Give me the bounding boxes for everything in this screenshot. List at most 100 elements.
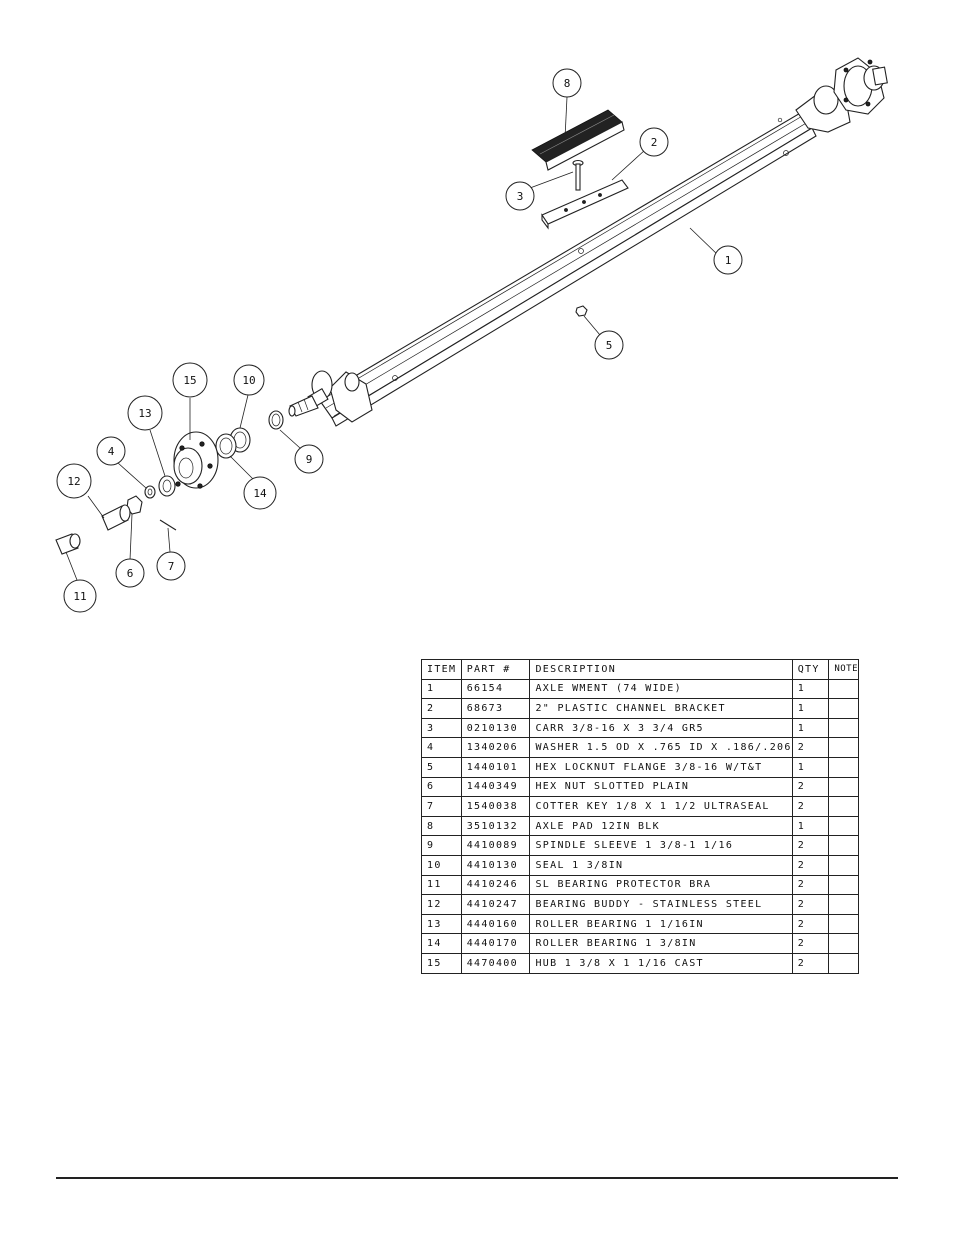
cell-part-number: 3510132 <box>460 815 531 837</box>
cell-qty: 2 <box>791 776 830 798</box>
cell-note <box>828 678 859 700</box>
cell-note <box>828 894 859 915</box>
header-qty: QTY <box>791 659 830 680</box>
header-part-number: PART # <box>460 659 531 680</box>
left-spindle-mount <box>288 370 373 423</box>
cell-qty: 1 <box>791 815 830 837</box>
callout-9: 9 <box>294 444 324 474</box>
cell-item: 7 <box>421 796 462 817</box>
svg-text:7: 7 <box>168 560 175 573</box>
callout-11: 11 <box>63 579 97 613</box>
svg-text:8: 8 <box>564 77 571 90</box>
cell-description: WASHER 1.5 OD X .765 ID X .186/.206 <box>529 737 793 758</box>
cell-qty: 2 <box>791 796 830 817</box>
cell-part-number: 4410130 <box>460 854 531 876</box>
callout-14: 14 <box>243 476 277 510</box>
svg-text:13: 13 <box>138 407 151 420</box>
svg-text:12: 12 <box>67 475 80 488</box>
cell-description: SL BEARING PROTECTOR BRA <box>529 874 793 896</box>
cell-qty: 1 <box>791 678 830 700</box>
cell-note <box>828 815 859 837</box>
cell-item: 3 <box>421 717 462 739</box>
cell-description: HUB 1 3/8 X 1 1/16 CAST <box>529 952 793 974</box>
carriage-bolt <box>572 159 584 191</box>
cell-part-number: 1440349 <box>460 776 531 798</box>
roller-bearing-small <box>158 475 176 497</box>
right-hub-assembly <box>795 57 888 133</box>
cell-qty: 2 <box>791 874 830 896</box>
washer <box>144 485 156 499</box>
cell-item: 5 <box>421 756 462 778</box>
bearing-buddy <box>101 504 131 531</box>
svg-text:6: 6 <box>127 567 134 580</box>
cell-item: 15 <box>421 952 462 974</box>
cell-item: 9 <box>421 835 462 856</box>
cell-part-number: 1440101 <box>460 756 531 778</box>
cell-note <box>828 776 859 798</box>
cell-qty: 1 <box>791 698 830 719</box>
cell-part-number: 1340206 <box>460 737 531 758</box>
callout-10: 10 <box>233 364 265 396</box>
callout-1: 1 <box>713 245 743 275</box>
callout-4: 4 <box>96 436 126 466</box>
cell-item: 2 <box>421 698 462 719</box>
cell-note <box>828 952 859 974</box>
cell-part-number: 4410246 <box>460 874 531 896</box>
cell-item: 1 <box>421 678 462 700</box>
cell-description: ROLLER BEARING 1 1/16IN <box>529 913 793 935</box>
callout-5: 5 <box>594 330 624 360</box>
hub <box>173 431 219 489</box>
cell-description: 2" PLASTIC CHANNEL BRACKET <box>529 698 793 719</box>
cell-part-number: 68673 <box>460 698 531 719</box>
cell-qty: 2 <box>791 854 830 876</box>
cell-item: 8 <box>421 815 462 837</box>
callout-15: 15 <box>172 362 208 398</box>
callout-7: 7 <box>156 551 186 581</box>
header-description: DESCRIPTION <box>529 659 793 680</box>
cell-note <box>828 854 859 876</box>
cell-description: HEX NUT SLOTTED PLAIN <box>529 776 793 798</box>
cell-item: 13 <box>421 913 462 935</box>
cell-part-number: 1540038 <box>460 796 531 817</box>
cell-description: AXLE PAD 12IN BLK <box>529 815 793 837</box>
svg-text:4: 4 <box>108 445 115 458</box>
cell-note <box>828 933 859 954</box>
cell-note <box>828 796 859 817</box>
svg-text:11: 11 <box>73 590 86 603</box>
hex-locknut <box>575 305 588 317</box>
svg-text:10: 10 <box>242 374 255 387</box>
cell-note <box>828 717 859 739</box>
cell-description: CARR 3/8-16 X 3 3/4 GR5 <box>529 717 793 739</box>
cell-part-number: 4410089 <box>460 835 531 856</box>
header-item: ITEM <box>421 659 462 680</box>
footer-divider <box>56 1177 898 1179</box>
cell-item: 6 <box>421 776 462 798</box>
cell-qty: 2 <box>791 835 830 856</box>
cell-qty: 2 <box>791 913 830 935</box>
cell-note <box>828 874 859 896</box>
callout-3: 3 <box>505 181 535 211</box>
cell-description: COTTER KEY 1/8 X 1 1/2 ULTRASEAL <box>529 796 793 817</box>
cell-part-number: 0210130 <box>460 717 531 739</box>
cell-item: 11 <box>421 874 462 896</box>
cell-item: 14 <box>421 933 462 954</box>
table-header-row: ITEM PART # DESCRIPTION QTY NOTE <box>421 659 859 680</box>
leader-lines <box>65 96 719 581</box>
cell-qty: 1 <box>791 756 830 778</box>
cell-part-number: 66154 <box>460 678 531 700</box>
svg-text:14: 14 <box>253 487 267 500</box>
cell-description: HEX LOCKNUT FLANGE 3/8-16 W/T&T <box>529 756 793 778</box>
